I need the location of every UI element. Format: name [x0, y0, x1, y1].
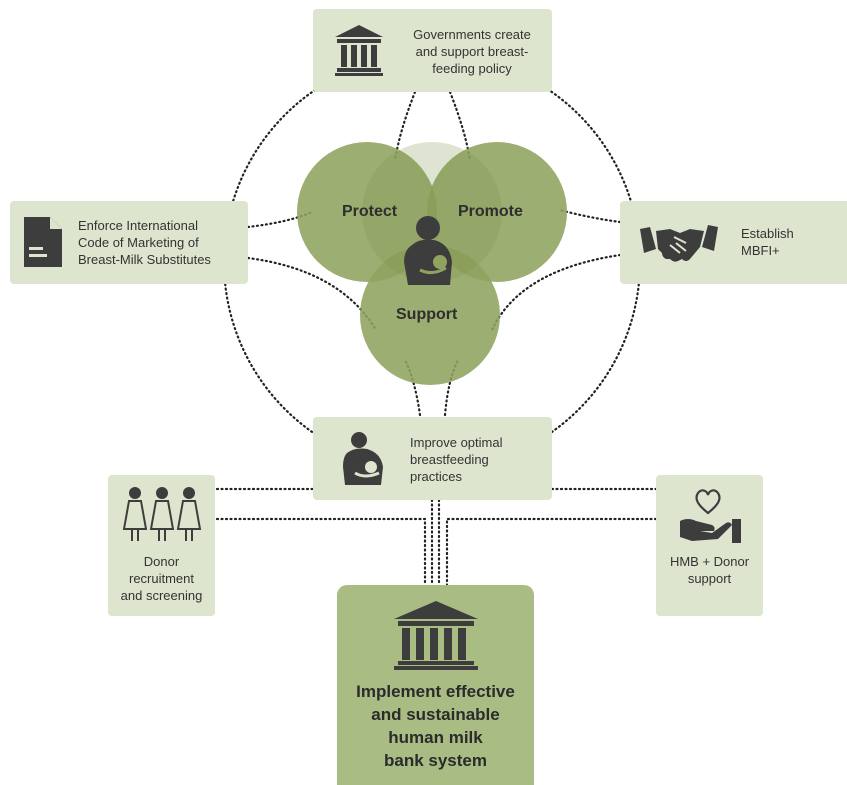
women-donors-icon	[122, 487, 202, 541]
venn-label-promote: Promote	[458, 203, 523, 220]
milk-bank-building-icon	[394, 601, 478, 670]
breastfeeding-mother-icon	[343, 432, 383, 485]
hmb-line-2: support	[687, 571, 732, 586]
main-line-3: human milk	[388, 728, 483, 747]
link-donor-lower	[215, 517, 427, 587]
donor-line-3: and screening	[120, 588, 203, 603]
mbfi-box: Establish MBFI+	[620, 201, 847, 284]
document-icon	[24, 217, 62, 267]
heart-hand-icon	[680, 489, 741, 543]
promote-circle	[427, 142, 567, 282]
code-line-3: Breast-Milk Substitutes	[78, 252, 211, 267]
venn-label-support: Support	[396, 306, 458, 323]
practices-line-1: Improve optimal	[410, 435, 503, 450]
venn-label-protect: Protect	[342, 203, 398, 220]
center-breastfeeding-icon	[404, 216, 452, 285]
main-line-2: and sustainable	[371, 705, 500, 724]
hmb-donor-support-box: HMB + Donor support	[656, 475, 763, 616]
governments-line-3: feeding policy	[432, 61, 512, 76]
practices-line-3: practices	[410, 469, 463, 484]
practices-box: Improve optimal breastfeeding practices	[313, 417, 552, 500]
practices-line-2: breastfeeding	[410, 452, 489, 467]
mbfi-line-1: Establish	[741, 226, 794, 241]
code-line-2: Code of Marketing of	[78, 235, 199, 250]
donor-line-1: Donor	[143, 554, 180, 569]
donor-recruitment-box: Donor recruitment and screening	[108, 475, 215, 616]
governments-line-1: Governments create	[413, 27, 531, 42]
link-hmb-lower	[445, 517, 658, 587]
code-line-1: Enforce International	[78, 218, 198, 233]
link-gov-left	[393, 90, 417, 162]
governments-box: Governments create and support breast- f…	[313, 9, 552, 92]
hmb-line-1: HMB + Donor	[669, 554, 750, 569]
protect-circle	[297, 142, 437, 282]
mbfi-line-2: MBFI+	[741, 243, 780, 258]
link-mbfi-upper	[558, 208, 622, 224]
governments-line-2: and support breast-	[415, 44, 529, 59]
link-gov-right	[448, 90, 472, 162]
handshake-icon	[640, 225, 718, 262]
main-line-1: Implement effective	[356, 682, 515, 701]
main-milk-bank-box: Implement effective and sustainable huma…	[337, 585, 534, 785]
support-circle	[360, 245, 500, 385]
main-line-4: bank system	[384, 751, 487, 770]
donor-line-2: recruitment	[128, 571, 195, 586]
link-code-upper	[246, 210, 314, 229]
link-practices-right	[443, 358, 460, 417]
venn-diagram	[297, 142, 567, 385]
code-of-marketing-box: Enforce International Code of Marketing …	[10, 201, 248, 284]
bank-building-icon	[335, 25, 383, 76]
